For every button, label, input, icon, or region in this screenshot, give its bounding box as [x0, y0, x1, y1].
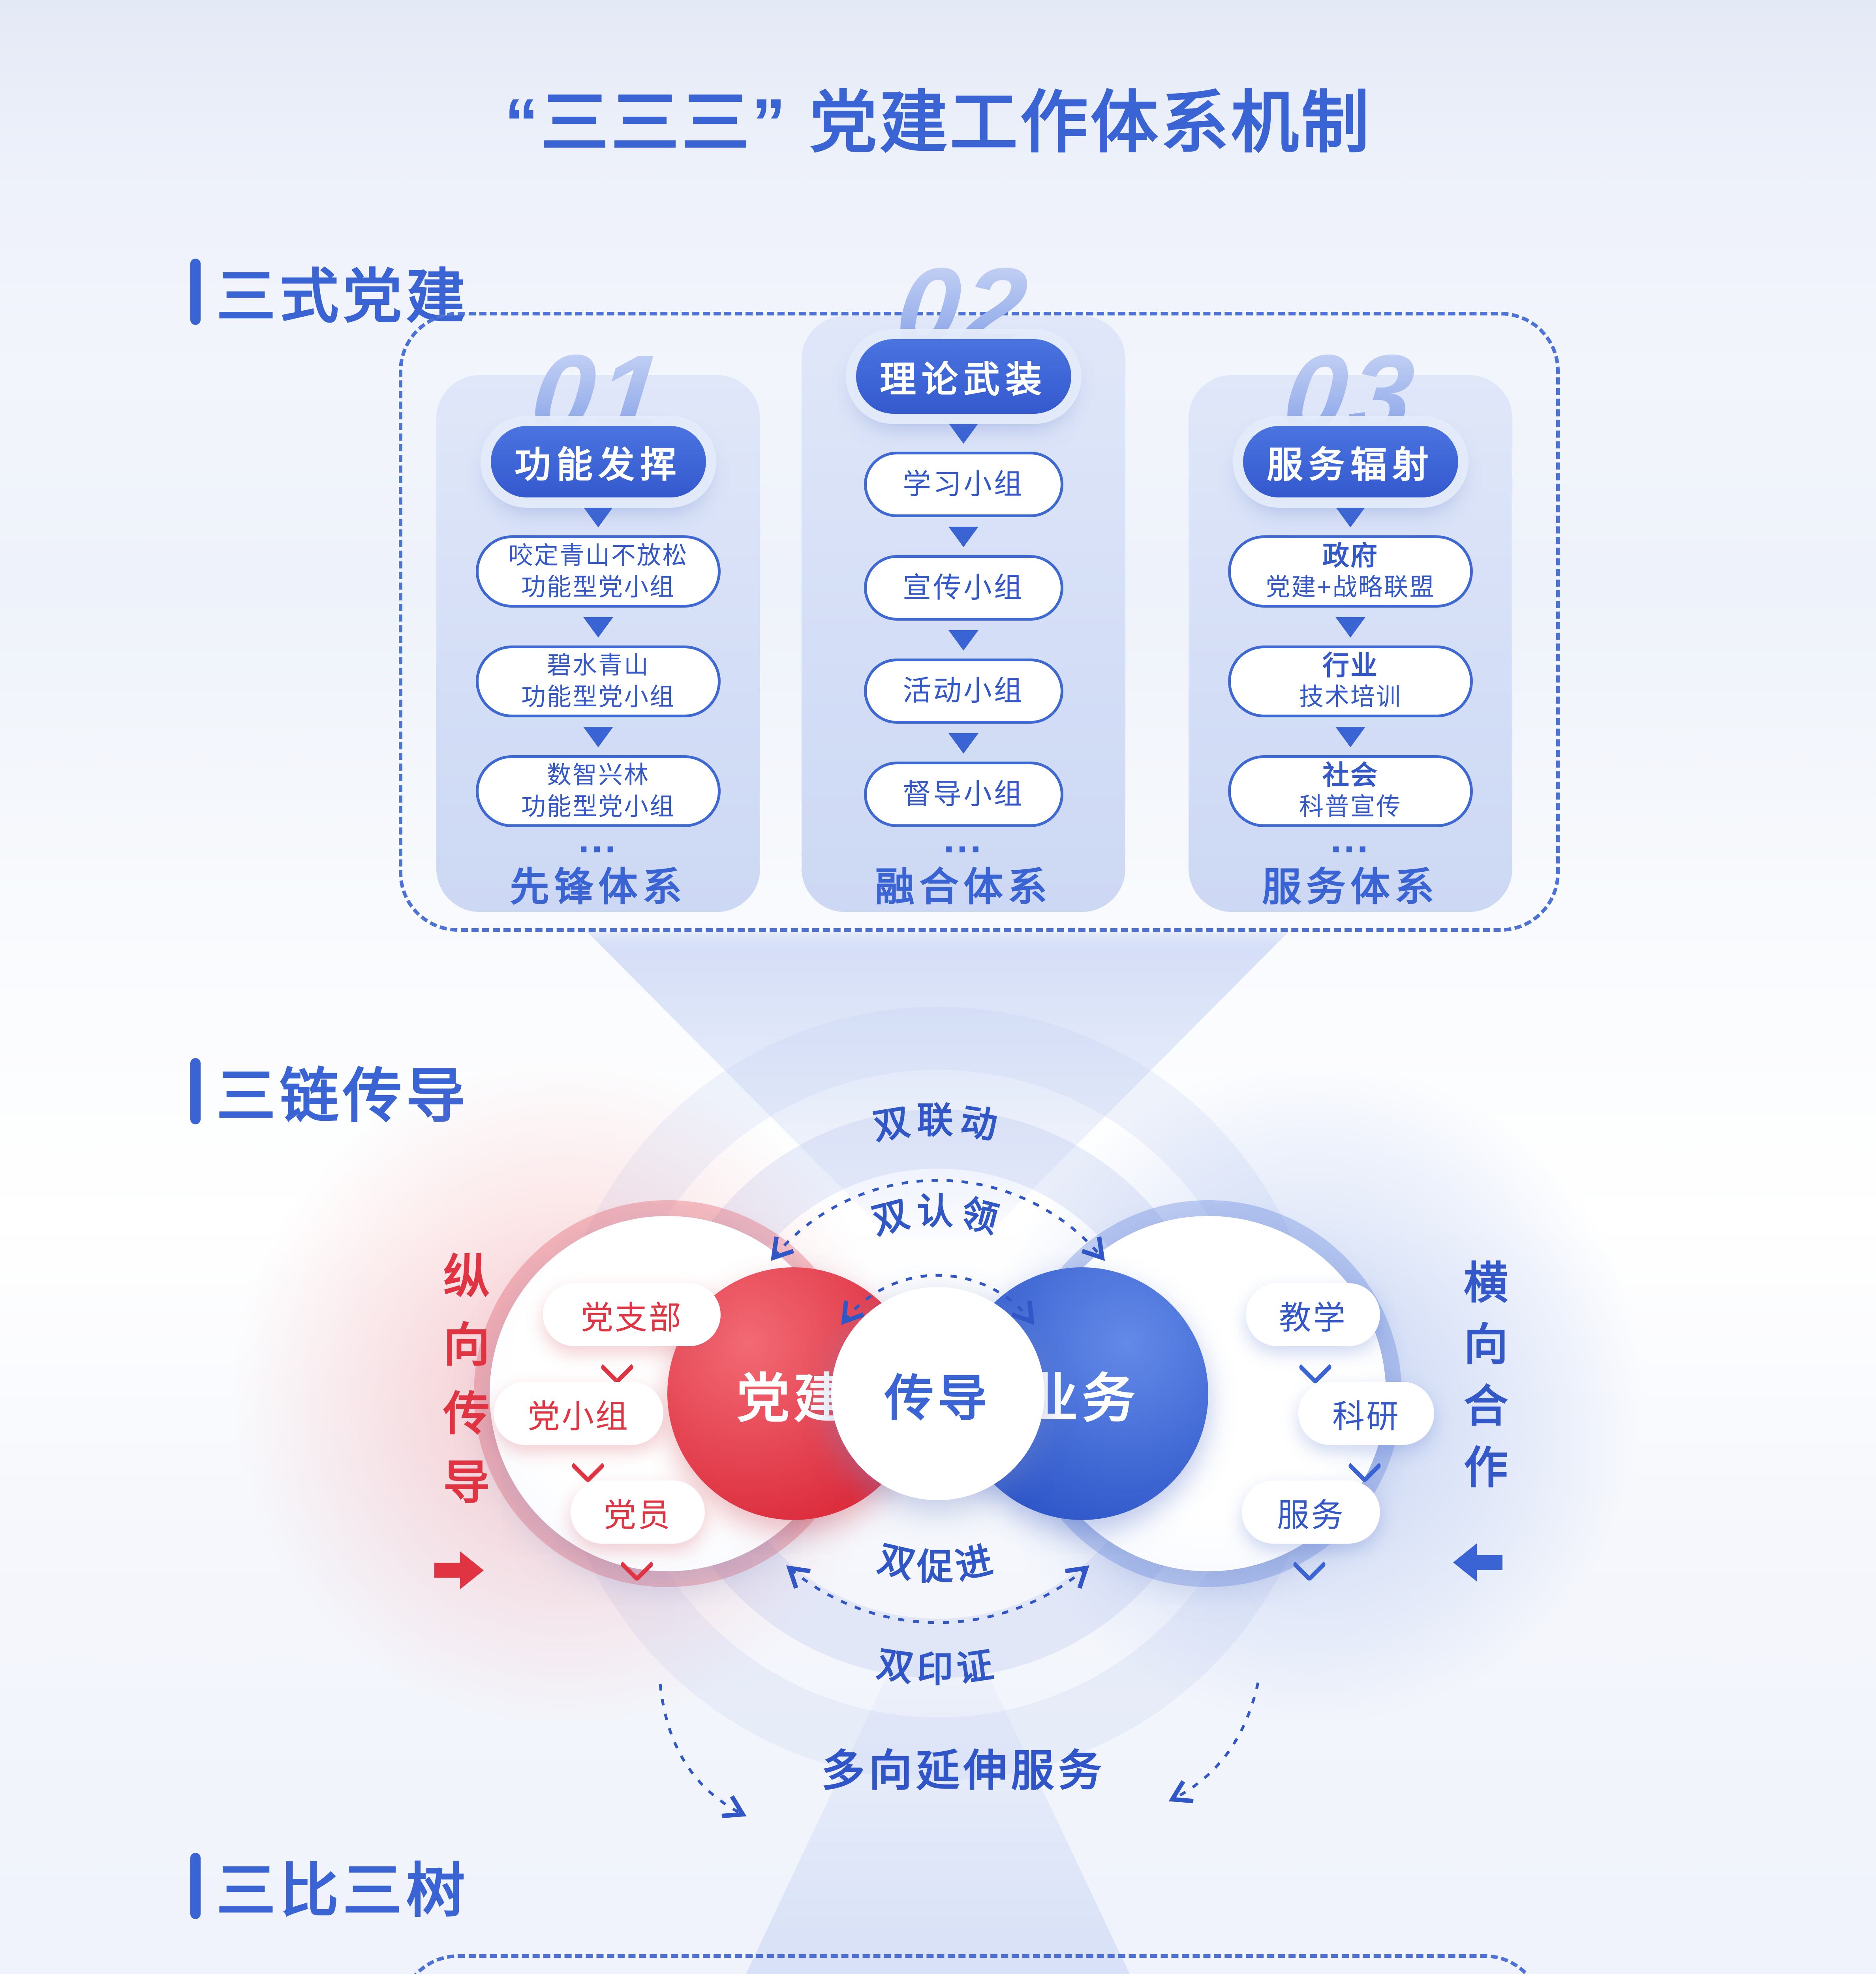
research-pill: 科研 [1298, 1382, 1434, 1445]
section1-container [399, 312, 1560, 932]
arrow-down-icon [583, 507, 613, 528]
column3-item: 社会 科普宣传 [1228, 755, 1473, 827]
item-line: 科普宣传 [1299, 793, 1402, 820]
teaching-pill: 教学 [1246, 1283, 1380, 1346]
item-line: 碧水青山 [546, 651, 650, 679]
page-title: “三三三” 党建工作体系机制 [504, 85, 1372, 161]
service-pill: 服务 [1242, 1480, 1380, 1544]
heading-bar [190, 258, 201, 325]
column3-header-pill: 服务辐射 [1243, 426, 1458, 498]
service-label: 服务 [1277, 1497, 1345, 1533]
column1-item: 碧水青山 功能型党小组 [476, 645, 721, 717]
heading-bar [190, 1852, 201, 1919]
section2-heading-text: 三链传导 [216, 1063, 469, 1129]
section3-heading: 三比三树 [190, 1843, 469, 1929]
ellipsis: ... [943, 817, 984, 861]
column3: 03 服务辐射 政府 党建+战略联盟 行业 技术培训 社会 科普宣传 ... 服… [1189, 332, 1512, 912]
arrow-down-icon [1335, 726, 1365, 747]
item-line: 数智兴林 [546, 761, 650, 789]
column2-header-pill: 理论武装 [856, 339, 1071, 414]
column2-item: 学习小组 [864, 452, 1063, 517]
section1-heading-text: 三式党建 [216, 263, 469, 330]
item-line: 功能型党小组 [521, 793, 675, 820]
arrow-down-icon [1335, 507, 1365, 528]
section1-heading: 三式党建 [190, 249, 469, 334]
item-line: 政府 [1322, 540, 1378, 571]
item-line: 行业 [1322, 650, 1378, 681]
column1-item: 咬定青山不放松 功能型党小组 [476, 535, 721, 608]
party-branch-label: 党支部 [580, 1300, 683, 1336]
section3-container [399, 1954, 1544, 1974]
transmission-circle: 传导 [831, 1287, 1044, 1500]
column3-header-label: 服务辐射 [1266, 445, 1434, 486]
item-line: 技术培训 [1299, 683, 1402, 711]
party-branch-pill: 党支部 [543, 1283, 721, 1346]
vertical-transmission-text: 纵向传导 [436, 1252, 488, 1526]
ellipsis: ... [578, 817, 618, 861]
item-line: 学习小组 [902, 469, 1024, 501]
arrow-down-icon [948, 423, 978, 444]
arrow-down-icon [583, 617, 613, 638]
column3-item: 政府 党建+战略联盟 [1228, 535, 1473, 608]
party-member-pill: 党员 [571, 1480, 705, 1544]
arrow-down-icon [583, 726, 613, 747]
column2-item: 宣传小组 [864, 555, 1063, 621]
research-label: 科研 [1332, 1398, 1400, 1435]
column1-item: 数智兴林 功能型党小组 [476, 755, 721, 827]
heading-bar [190, 1058, 201, 1124]
arrow-down-icon [948, 630, 978, 651]
arrow-down-icon [948, 733, 978, 754]
item-line: 功能型党小组 [521, 573, 675, 601]
multi-direction-service-text: 多向延伸服务 [821, 1747, 1106, 1795]
ellipsis: ... [1330, 817, 1371, 861]
arrow-down-icon [1335, 617, 1365, 638]
item-line: 宣传小组 [902, 572, 1024, 604]
column2: 02 理论武装 学习小组 宣传小组 活动小组 督导小组 ... 融合体系 [802, 245, 1125, 912]
column1-footer: 先锋体系 [510, 865, 687, 909]
section3-heading-text: 三比三树 [216, 1858, 469, 1924]
party-building-label: 党建 [736, 1369, 851, 1428]
teaching-label: 教学 [1279, 1300, 1347, 1336]
party-member-label: 党员 [603, 1497, 672, 1533]
party-group-pill: 党小组 [494, 1382, 663, 1445]
column3-item: 行业 技术培训 [1228, 645, 1473, 717]
item-line: 党建+战略联盟 [1266, 573, 1435, 601]
column1-header-pill: 功能发挥 [490, 426, 706, 498]
item-line: 活动小组 [902, 675, 1024, 707]
horizontal-cooperation-text: 横向合作 [1457, 1259, 1507, 1506]
arrow-down-icon [948, 526, 978, 547]
column3-footer: 服务体系 [1262, 865, 1439, 909]
item-line: 咬定青山不放松 [508, 542, 688, 569]
column2-item: 活动小组 [864, 658, 1063, 724]
column1: 01 功能发挥 咬定青山不放松 功能型党小组 碧水青山 功能型党小组 数智兴林 … [436, 332, 760, 912]
column1-header-label: 功能发挥 [514, 445, 682, 486]
section2-heading: 三链传导 [190, 1048, 469, 1134]
transmission-label: 传导 [884, 1371, 991, 1426]
item-line: 社会 [1322, 760, 1378, 790]
party-group-label: 党小组 [527, 1398, 629, 1435]
column2-footer: 融合体系 [875, 865, 1052, 910]
column2-header-label: 理论武装 [879, 360, 1047, 400]
column2-item: 督导小组 [864, 762, 1063, 828]
item-line: 功能型党小组 [521, 683, 675, 711]
item-line: 督导小组 [902, 779, 1024, 811]
